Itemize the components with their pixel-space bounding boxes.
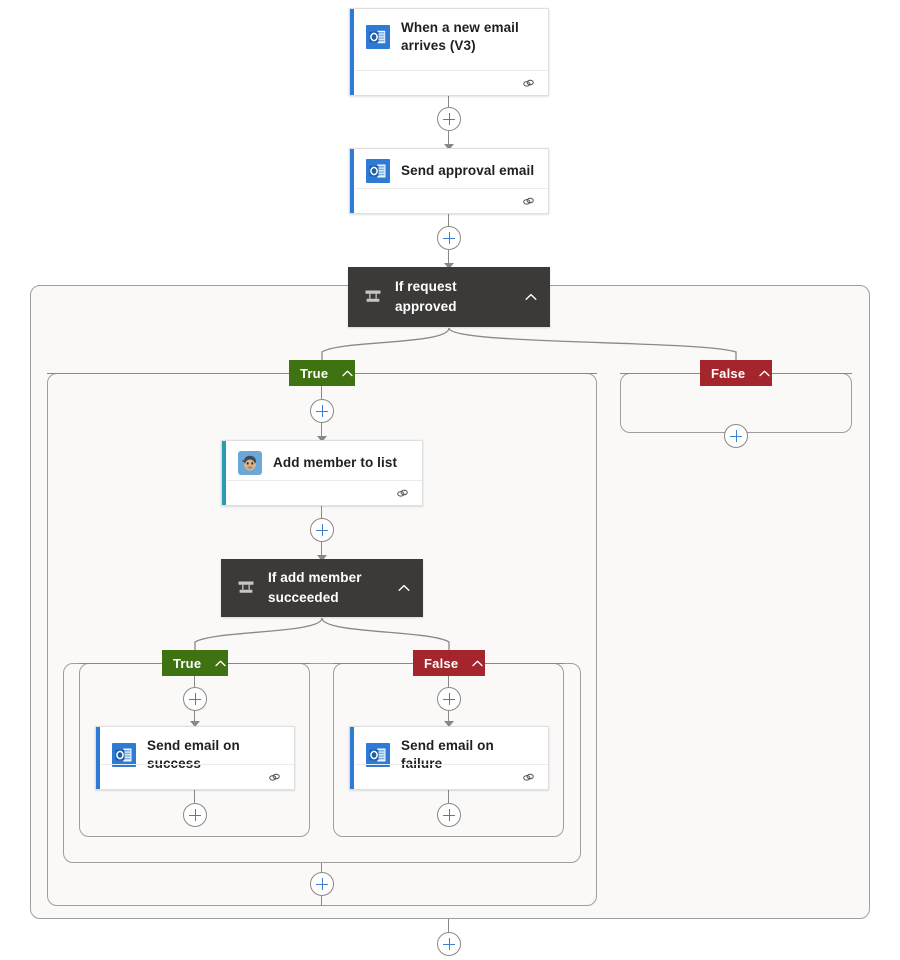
connection-link-icon[interactable] [521,194,536,209]
edge-stub-outer-true-left [47,372,289,374]
edge-stub-outer-false-left [620,372,700,374]
edge-stub-inner-false-right [483,662,564,664]
outlook-icon [112,743,136,768]
add-step-button-outer-true-branch-top[interactable] [310,399,334,423]
action-card-send-approval-email[interactable]: Send approval email [349,148,549,214]
edge-add-to-send-approval [448,131,450,148]
branch-badge-label: True [173,655,202,671]
arrowhead-send-approval [443,144,454,150]
edge-innerscope-to-plus [321,863,323,872]
outlook-icon [366,159,390,183]
add-step-button-inner-false-bottom[interactable] [437,803,461,827]
branch-badge-outer-true[interactable]: True [289,360,355,386]
edge-sendsuccess-to-plus [194,790,196,803]
chevron-up-icon[interactable] [340,366,355,381]
chevron-up-icon[interactable] [470,656,485,671]
mailchimp-icon [238,451,262,475]
edge-addmember-to-plus [321,506,323,519]
action-card-title: Add member to list [273,454,398,470]
edge-plus-to-addmember [321,423,323,440]
outlook-icon [366,25,390,50]
card-footer [355,188,548,213]
edge-plus-to-truescope-end [321,896,323,906]
card-accent-bar [350,149,354,213]
action-card-when-a-new-email-arrives[interactable]: When a new email arrives (V3) [349,8,549,96]
connection-link-icon[interactable] [521,76,536,91]
branch-badge-label: False [711,365,746,381]
connection-link-icon[interactable] [395,486,410,501]
add-step-button-outer-false-branch[interactable] [724,424,748,448]
chevron-up-icon[interactable] [523,289,539,305]
condition-node-title: If add member succeeded [268,570,362,605]
arrowhead-inner-condition [316,555,327,561]
add-step-button-after-send-approval-email[interactable] [437,226,461,250]
add-step-button-after-add-member[interactable] [310,518,334,542]
add-step-button-inner-true-top[interactable] [183,687,207,711]
branch-badge-inner-false[interactable]: False [413,650,485,676]
condition-node-if-add-member-succeeded[interactable]: If add member succeeded [221,559,423,617]
edge-plus-to-inner-condition [321,542,323,559]
card-accent-bar [350,727,354,789]
edge-plus-to-send-failure [448,711,450,726]
card-accent-bar [96,727,100,789]
chevron-up-icon[interactable] [213,656,228,671]
add-step-button-outer-true-bottom[interactable] [310,872,334,896]
arrowhead-send-failure [443,721,454,727]
card-accent-bar [350,9,354,95]
edge-sendapproval-to-add [448,214,450,227]
add-step-button-after-trigger[interactable] [437,107,461,131]
arrowhead-send-success [189,721,200,727]
add-step-button-inner-false-top[interactable] [437,687,461,711]
action-card-title: Send email on failure [401,738,494,772]
edge-stub-inner-true-right [228,662,310,664]
action-card-send-email-on-failure[interactable]: Send email on failure [349,726,549,790]
branch-badge-label: False [424,655,459,671]
arrowhead-addmember [316,436,327,442]
arrowhead-condition [443,263,454,269]
edge-stub-inner-true-left [79,662,162,664]
edge-innertrue-to-plus [194,676,196,687]
edge-innerfalse-to-plus [448,676,450,687]
condition-node-title: If request approved [395,279,457,314]
edge-stub-inner-false-left [333,662,413,664]
condition-branch-icon [236,578,256,598]
edge-plus-to-send-success [194,711,196,726]
branch-badge-label: True [300,365,329,381]
add-step-button-inner-true-bottom[interactable] [183,803,207,827]
card-footer [355,764,548,789]
action-card-title: Send email on success [147,738,240,772]
branch-badge-outer-false[interactable]: False [700,360,772,386]
outlook-icon [366,743,390,768]
card-footer [101,764,294,789]
connection-link-icon[interactable] [521,770,536,785]
edge-stub-outer-false-right [772,372,852,374]
edge-trigger-to-add [448,95,450,108]
branch-badge-inner-true[interactable]: True [162,650,228,676]
card-footer [227,480,422,505]
action-card-send-email-on-success[interactable]: Send email on success [95,726,295,790]
chevron-up-icon[interactable] [396,580,412,596]
edge-add-to-condition [448,250,450,267]
edge-stub-outer-true-right [355,372,597,374]
add-step-button-after-condition-scope[interactable] [437,932,461,956]
action-card-title: When a new email arrives (V3) [401,20,519,54]
edge-sendfailure-to-plus [448,790,450,803]
card-footer [355,70,548,95]
action-card-add-member-to-list[interactable]: Add member to list [221,440,423,506]
condition-node-if-request-approved[interactable]: If request approved [348,267,550,327]
edge-true-to-plus [321,386,323,399]
condition-branch-icon [363,287,383,307]
edge-outerscope-to-plus [448,919,450,932]
connection-link-icon[interactable] [267,770,282,785]
card-accent-bar [222,441,226,505]
chevron-up-icon[interactable] [757,366,772,381]
action-card-title: Send approval email [401,162,535,178]
